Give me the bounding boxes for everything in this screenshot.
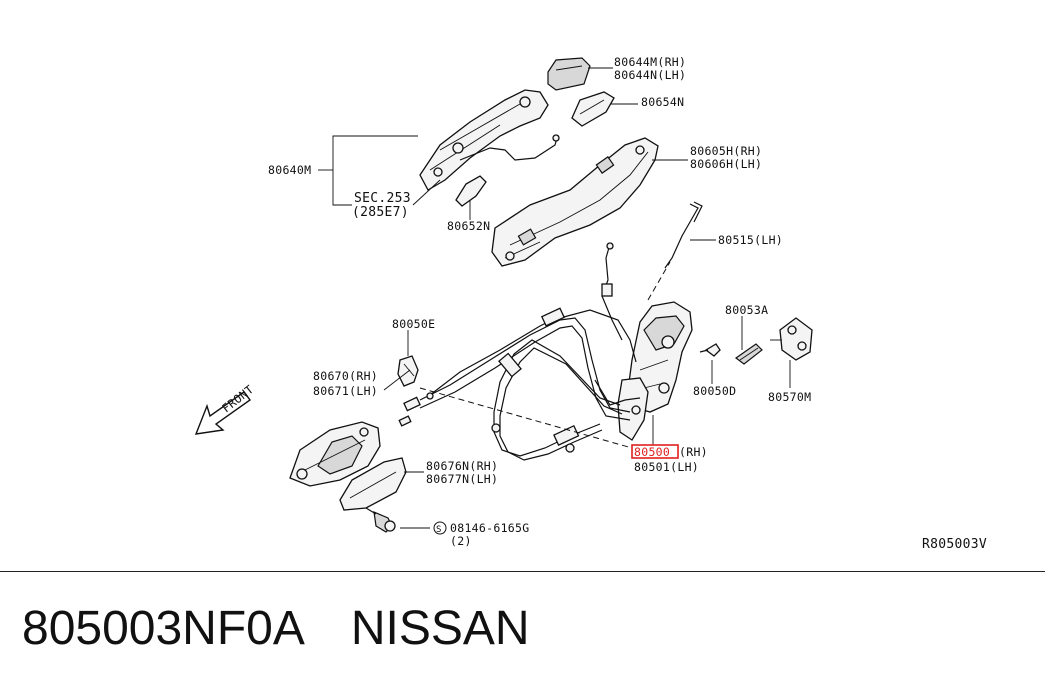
- label-80644n: 80644N(LH): [614, 68, 686, 82]
- striker-80570m: [770, 317, 813, 361]
- highlight-box: [631, 444, 679, 459]
- label-80605h: 80605H(RH): [690, 144, 762, 158]
- label-sec253: SEC.253: [354, 191, 411, 206]
- leader-lines: [318, 67, 791, 529]
- label-80606h: 80606H(LH): [690, 157, 762, 171]
- label-80500: 80500: [634, 445, 670, 459]
- label-80570m: 80570M: [768, 390, 811, 404]
- label-08146-qty: (2): [450, 534, 472, 548]
- label-80670: 80670(RH): [313, 369, 378, 383]
- handle-gasket: [571, 91, 615, 127]
- label-80652n: 80652N: [447, 219, 490, 233]
- label-80644m: 80644M(RH): [614, 55, 686, 69]
- label-80677n: 80677N(LH): [426, 472, 498, 486]
- part-number: 805003NF0A: [22, 601, 305, 655]
- handle-escutcheon: [547, 57, 591, 91]
- door-lock-actuator: [617, 301, 693, 441]
- label-front: FRONT: [219, 382, 256, 415]
- handle-frame: [491, 137, 659, 267]
- s-circle-icon: [433, 521, 447, 535]
- brand-name: NISSAN: [350, 601, 530, 655]
- label-08146: 08146-6165G: [450, 521, 529, 535]
- screw-80053a: [734, 343, 763, 365]
- label-80654n: 80654N: [641, 95, 684, 109]
- small-gasket: [455, 175, 487, 207]
- label-80676n: 80676N(RH): [426, 459, 498, 473]
- diagram-reference: R805003V: [922, 537, 987, 552]
- label-08146-group: S 08146-6165G (2): [433, 521, 529, 548]
- label-80050e: 80050E: [392, 317, 435, 331]
- label-285e7: (285E7): [352, 205, 409, 220]
- label-80671: 80671(LH): [313, 384, 378, 398]
- parts-diagram: 80644M(RH) 80644N(LH) 80654N 80640M 8060…: [194, 55, 987, 552]
- divider: [0, 571, 1045, 572]
- label-80501: 80501(LH): [634, 460, 699, 474]
- label-80500-rh: (RH): [679, 445, 708, 459]
- label-80053a: 80053A: [725, 303, 768, 317]
- label-80500-group: 80500 (RH): [631, 444, 708, 459]
- label-80515: 80515(LH): [718, 233, 783, 247]
- label-80640m: 80640M: [268, 163, 311, 177]
- screw-08146: [365, 507, 396, 533]
- bolt-80050d: [699, 343, 721, 357]
- part-footer: 805003NF0A NISSAN: [22, 596, 530, 660]
- outside-handle: [419, 89, 549, 191]
- front-arrow-icon: [194, 391, 251, 435]
- inside-handle: [289, 421, 381, 487]
- svg-text:S: S: [436, 525, 442, 535]
- label-80050d: 80050D: [693, 384, 736, 398]
